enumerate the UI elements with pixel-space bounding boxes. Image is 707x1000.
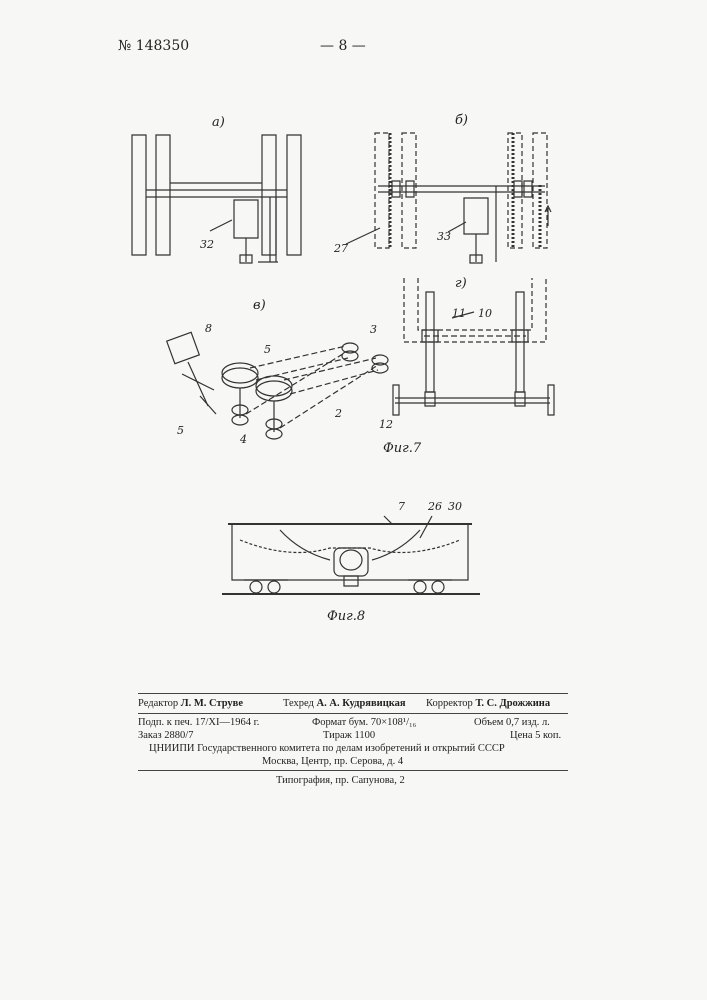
part-number-10: 10 xyxy=(478,307,492,320)
figure-8-caption: Фиг.8 xyxy=(327,609,365,624)
fig7v-gearing xyxy=(167,332,388,439)
part-number-5-upper: 5 xyxy=(264,343,271,356)
part-number-7: 7 xyxy=(398,500,405,513)
fig7a-chassis xyxy=(132,135,301,263)
paper-format: Формат бум. 70×108¹/₁₆ xyxy=(312,716,416,729)
print-run: Тираж 1100 xyxy=(323,729,375,742)
institute: ЦНИИПИ Государственного комитета по дела… xyxy=(149,742,505,755)
order-number: Заказ 2880/7 xyxy=(138,729,193,742)
panel-label-a: а) xyxy=(212,115,225,130)
techred-name: А. А. Кудрявицкая xyxy=(317,698,406,709)
editor-label: Редактор xyxy=(138,698,178,709)
fig7b-chassis xyxy=(346,133,551,263)
panel-label-v: в) xyxy=(253,298,266,313)
signed-to-print: Подп. к печ. 17/XI—1964 г. xyxy=(138,716,259,729)
corrector-label: Корректор xyxy=(426,698,473,709)
editor-name: Л. М. Струве xyxy=(181,698,243,709)
printer: Типография, пр. Сапунова, 2 xyxy=(276,774,405,787)
panel-label-b: б) xyxy=(455,113,468,128)
part-number-26: 26 xyxy=(428,500,442,513)
part-number-12: 12 xyxy=(379,418,393,431)
part-number-11: 11 xyxy=(452,307,466,320)
imprint-divider xyxy=(138,713,568,715)
part-number-5-lower: 5 xyxy=(177,424,184,437)
price: Цена 5 коп. xyxy=(510,729,561,742)
part-number-32: 32 xyxy=(200,238,214,251)
part-number-4: 4 xyxy=(240,433,247,446)
corrector-line: Корректор Т. С. Дрожжина xyxy=(426,697,550,710)
corrector-name: Т. С. Дрожжина xyxy=(475,698,550,709)
figure-7-caption: Фиг.7 xyxy=(383,441,421,456)
part-number-30: 30 xyxy=(448,500,462,513)
fig7g-assembly xyxy=(393,278,554,415)
imprint-bottom-rule xyxy=(138,770,568,772)
techred-line: Техред А. А. Кудрявицкая xyxy=(283,697,406,710)
part-number-27: 27 xyxy=(334,242,348,255)
techred-label: Техред xyxy=(283,698,314,709)
part-number-3: 3 xyxy=(370,323,377,336)
part-number-8: 8 xyxy=(205,322,212,335)
panel-label-g: г) xyxy=(455,276,467,291)
part-number-2: 2 xyxy=(335,407,342,420)
volume: Объем 0,7 изд. л. xyxy=(474,716,550,729)
part-number-33: 33 xyxy=(437,230,451,243)
figure-8-drawing xyxy=(222,516,480,594)
editor-line: Редактор Л. М. Струве xyxy=(138,697,243,710)
institute-address: Москва, Центр, пр. Серова, д. 4 xyxy=(262,755,403,768)
